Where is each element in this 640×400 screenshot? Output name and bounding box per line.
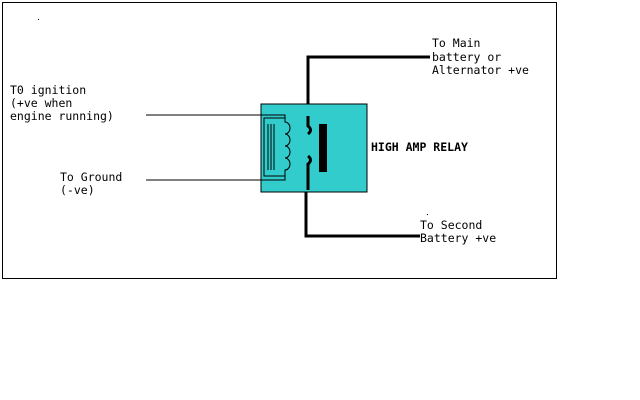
ignition-label-line-3: engine running) <box>10 109 114 123</box>
stray-dot <box>38 19 39 20</box>
switch-arm-top <box>306 116 312 136</box>
main-battery-label-line-2: battery or <box>432 50 501 64</box>
ground-wire <box>146 176 286 181</box>
main-battery-label-line-3: Alternator +ve <box>432 63 529 77</box>
relay-label: HIGH AMP RELAY <box>371 140 468 154</box>
switch-arm-bottom <box>306 154 312 190</box>
second-battery-label-line-1: To Second <box>420 218 482 232</box>
ground-label-line-1: To Ground <box>60 170 122 184</box>
ignition-label-line-2: (+ve when <box>10 96 72 110</box>
second-battery-wire <box>304 192 420 238</box>
relay-body <box>260 103 368 193</box>
main-battery-wire <box>306 55 430 104</box>
coil-frame <box>263 117 285 177</box>
stray-dot-2 <box>427 214 428 215</box>
ground-label-line-2: (-ve) <box>60 183 95 197</box>
ignition-wire <box>146 114 286 118</box>
second-battery-label-line-2: Battery +ve <box>420 231 496 245</box>
main-battery-label-line-1: To Main <box>432 36 480 50</box>
relay-coil <box>284 116 291 178</box>
switch-contact-bar <box>319 124 327 172</box>
ignition-label-line-1: T0 ignition <box>10 83 86 97</box>
